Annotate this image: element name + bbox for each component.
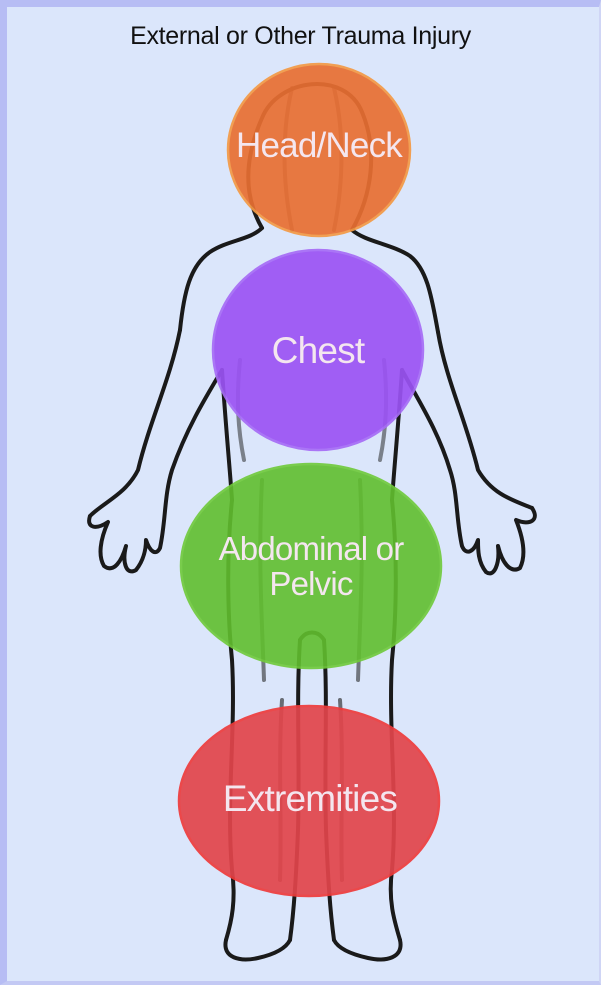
region-extremities[interactable] [179,706,439,896]
region-abdominal-pelvic[interactable] [181,464,441,668]
region-chest[interactable] [213,250,423,450]
region-head-neck[interactable] [228,64,410,236]
